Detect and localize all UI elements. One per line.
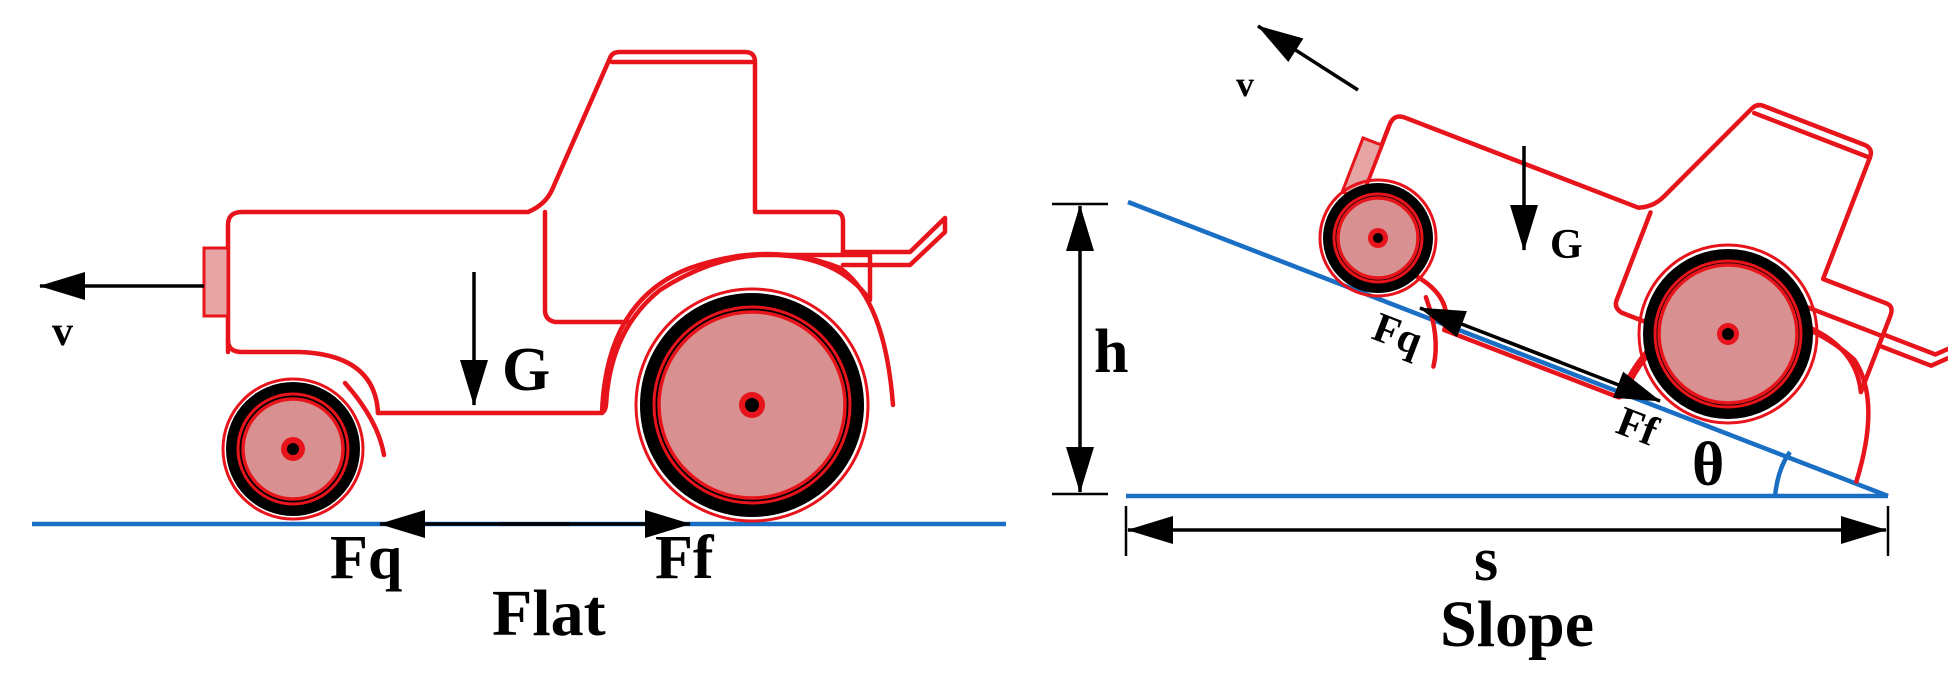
flat-panel: v G Fq Ff Flat xyxy=(32,49,1006,650)
slope-gravity-label: G xyxy=(1550,222,1583,268)
flat-tractor-lower xyxy=(225,337,381,416)
flat-tractor-cab-frame xyxy=(542,209,633,325)
slope-title: Slope xyxy=(1440,588,1594,661)
slope-tractor-roof-line xyxy=(1751,110,1871,160)
flat-tractor xyxy=(202,49,948,458)
slope-velocity-arrow xyxy=(1257,24,1359,92)
flat-title: Flat xyxy=(492,577,606,650)
slope-angle-arc xyxy=(1772,450,1792,497)
flat-tractor-hood xyxy=(225,49,846,355)
flat-tractor-rear-fender xyxy=(599,251,896,416)
slope-front-wheel xyxy=(1318,178,1438,298)
slope-tractor-cab-frame xyxy=(1613,210,1686,339)
flat-front-wheel xyxy=(221,377,365,521)
slope-velocity-label: v xyxy=(1236,64,1254,104)
slope-tractor-hood xyxy=(1340,102,1894,339)
slope-rear-wheel xyxy=(1637,243,1819,425)
slope-angle-label: θ xyxy=(1692,431,1724,499)
slope-friction-arrow xyxy=(1499,337,1661,403)
flat-tractor-hitch xyxy=(840,215,948,268)
flat-traction-label: Fq xyxy=(330,524,402,592)
slope-base-label: s xyxy=(1474,526,1498,594)
slope-tractor-hitch xyxy=(1876,332,1948,368)
slope-panel: θ h s Slope xyxy=(1052,24,1948,661)
flat-headlamp xyxy=(202,246,230,318)
flat-rear-wheel xyxy=(634,287,870,523)
flat-tractor-front-fender xyxy=(342,380,387,458)
flat-gravity-label: G xyxy=(502,336,550,404)
flat-velocity-label: v xyxy=(52,309,73,355)
slope-height-label: h xyxy=(1094,318,1128,386)
flat-friction-label: Ff xyxy=(655,524,715,592)
slope-incline-line xyxy=(1127,199,1889,499)
